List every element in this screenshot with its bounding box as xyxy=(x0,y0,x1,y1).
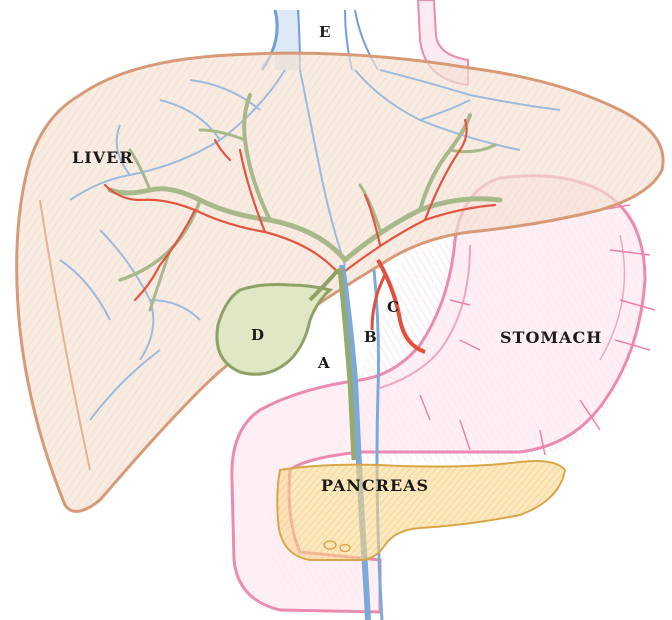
label-d: D xyxy=(251,326,265,344)
label-liver: LIVER xyxy=(72,148,134,167)
label-a: A xyxy=(317,354,330,372)
label-c: C xyxy=(387,298,399,316)
label-e: E xyxy=(319,23,331,41)
label-b: B xyxy=(364,328,377,346)
label-stomach: STOMACH xyxy=(500,328,602,347)
label-pancreas: PANCREAS xyxy=(321,476,429,495)
